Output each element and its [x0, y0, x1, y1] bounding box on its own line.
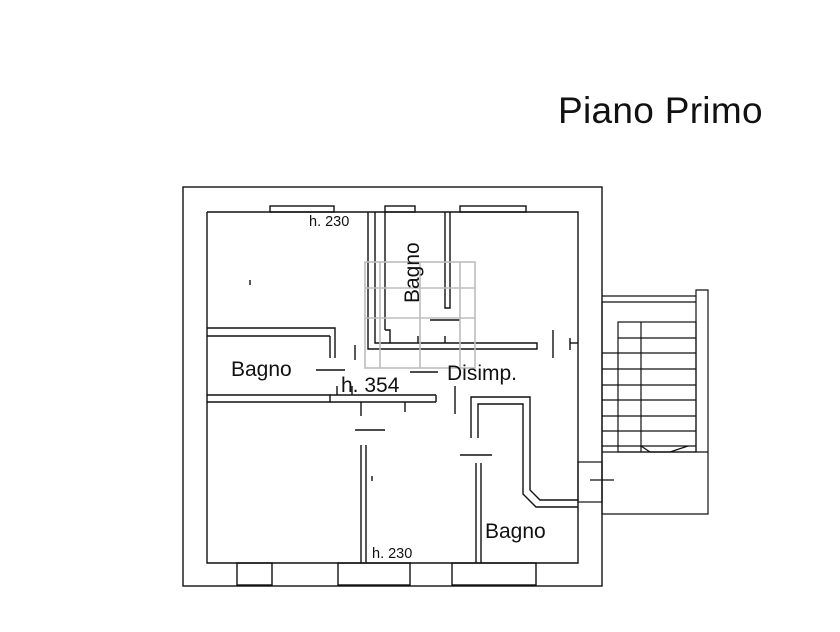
height-label-center: h. 354: [341, 374, 400, 397]
height-label-bottom: h. 230: [372, 546, 412, 562]
window-bottom-1: [236, 562, 273, 586]
page-title: Piano Primo: [558, 90, 763, 131]
skylight: [364, 261, 476, 369]
window-bottom-2: [337, 562, 411, 586]
wall-right-bath-inner: [477, 403, 578, 508]
height-label-top: h. 230: [309, 214, 349, 230]
wall-top-left-room: [207, 327, 336, 358]
room-label-disimp: Disimp.: [447, 362, 517, 385]
window-bottom-3: [451, 562, 537, 586]
staircase: [577, 289, 709, 515]
inner-wall: [206, 211, 579, 564]
stair-landing: [577, 461, 603, 503]
wall-left-bath-bottom: [207, 394, 331, 403]
room-label-bagno-top: Bagno: [401, 242, 424, 303]
wall-top-bath-jamb: [385, 329, 391, 343]
room-label-bagno-bottom: Bagno: [485, 520, 546, 543]
stair-outline: [602, 289, 709, 515]
wall-top-bath-left: [367, 212, 538, 350]
stair-arrow: [640, 445, 689, 453]
window-top-2: [384, 205, 416, 213]
walls: [182, 186, 603, 587]
window-top-3: [459, 205, 527, 213]
wall-top-bath-right: [444, 212, 451, 309]
window-top-1: [269, 205, 335, 213]
room-label-bagno-left: Bagno: [231, 358, 292, 381]
stair-flight: [617, 321, 697, 453]
wall-right-bath-outer: [470, 396, 578, 501]
